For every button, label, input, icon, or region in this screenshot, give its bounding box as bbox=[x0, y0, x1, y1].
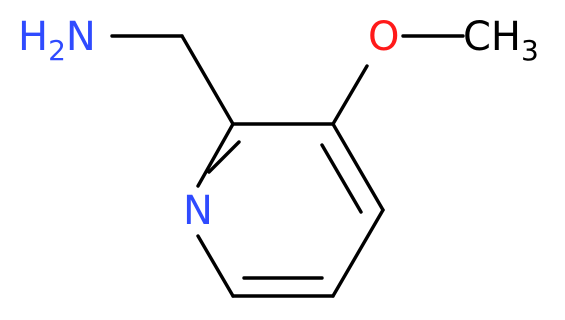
amine-label: H2N bbox=[18, 14, 96, 67]
bond-c3-c4 bbox=[331, 122, 385, 212]
ring-nitrogen-label: N bbox=[183, 188, 213, 234]
bond-c3-o bbox=[331, 64, 369, 126]
methyl-label: CH3 bbox=[463, 14, 539, 67]
bond-n1-c2-inner bbox=[207, 140, 241, 174]
bond-c6-n1 bbox=[196, 234, 235, 298]
bond-ch2-c2 bbox=[180, 34, 235, 126]
bond-c3-c4-inner bbox=[320, 143, 363, 214]
bond-c4-c5 bbox=[331, 208, 385, 298]
bond-n1-c2 bbox=[196, 122, 235, 188]
oxygen-label: O bbox=[368, 14, 399, 60]
